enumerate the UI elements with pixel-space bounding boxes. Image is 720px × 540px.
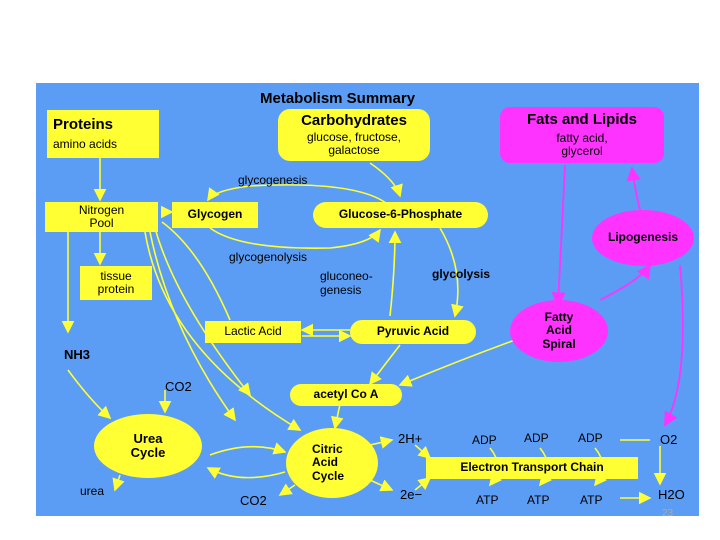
glycogenolysis-label: glycogenolysis [229, 250, 308, 264]
gluconeogenesis-label-2: genesis [320, 283, 362, 297]
fats-lipids-box: Fats and Lipids fatty acid, glycerol [500, 107, 664, 163]
citric-acid-cycle-line2: Acid [312, 455, 339, 470]
h-plus-label: 2H+ [398, 431, 423, 446]
tissue-protein-line1: tissue [100, 268, 132, 283]
nitrogen-pool-box: Nitrogen Pool [45, 202, 158, 232]
proteins-title: Proteins [53, 116, 114, 134]
electron-transport-chain-box: Electron Transport Chain [426, 457, 638, 479]
adp-label-2: ADP [524, 431, 549, 445]
proteins-sub: amino acids [53, 136, 118, 151]
fatty-acid-spiral-line3: Spiral [542, 336, 576, 351]
nitrogen-pool-line1: Nitrogen [78, 202, 125, 217]
co2-top-label: CO2 [165, 379, 192, 394]
urea-cycle-line1: Urea [133, 430, 163, 446]
carbohydrates-title: Carbohydrates [301, 111, 407, 129]
gluconeogenesis-label-1: gluconeo- [320, 269, 373, 283]
urea-cycle-line2: Cycle [130, 445, 166, 460]
nitrogen-pool-line2: Pool [89, 216, 114, 230]
fatty-acid-spiral-oval: Fatty Acid Spiral [510, 300, 608, 362]
pyruvic-acid-box: Pyruvic Acid [350, 320, 476, 344]
glycogen-box: Glycogen [172, 202, 258, 228]
citric-acid-cycle-oval: Citric Acid Cycle [286, 428, 378, 498]
atp-label-3: ATP [580, 493, 603, 507]
lipogenesis-oval: Lipogenesis [592, 210, 694, 266]
urea-cycle-oval: Urea Cycle [94, 414, 202, 478]
glucose-6-phosphate-box: Glucose-6-Phosphate [313, 202, 488, 228]
citric-acid-cycle-line3: Cycle [312, 468, 345, 483]
glycolysis-label: glycolysis [432, 267, 491, 281]
adp-label-1: ADP [472, 433, 497, 447]
co2-bottom-label: CO2 [240, 493, 267, 508]
carbohydrates-box: Carbohydrates glucose, fructose, galacto… [278, 109, 430, 161]
fats-lipids-title: Fats and Lipids [526, 110, 637, 128]
glycogenesis-label: glycogenesis [238, 173, 308, 187]
tissue-protein-box: tissue protein [80, 266, 152, 300]
urea-label: urea [80, 484, 105, 498]
citric-acid-cycle-line1: Citric [312, 442, 343, 457]
acetyl-coa-box: acetyl Co A [290, 384, 402, 406]
atp-label-2: ATP [527, 493, 550, 507]
nh3-label: NH3 [64, 347, 91, 362]
fatty-acid-spiral-line1: Fatty [544, 310, 574, 325]
o2-label: O2 [660, 432, 678, 447]
fatty-acid-spiral-line2: Acid [545, 323, 572, 338]
h2o-label: H2O [658, 487, 685, 502]
adp-label-3: ADP [578, 431, 603, 445]
lactic-acid-box: Lactic Acid [205, 321, 301, 343]
slide-number: 23 [662, 508, 674, 519]
carbohydrates-line2: galactose [328, 143, 380, 158]
proteins-box: Proteins amino acids [47, 110, 159, 158]
fats-lipids-line1: fatty acid, [556, 131, 608, 146]
fats-lipids-line2: glycerol [561, 144, 603, 159]
atp-label-1: ATP [476, 493, 499, 507]
carbohydrates-line1: glucose, fructose, [306, 130, 402, 145]
tissue-protein-line2: protein [97, 282, 135, 296]
e-minus-label: 2e− [400, 487, 423, 502]
diagram-title: Metabolism Summary [260, 90, 416, 107]
